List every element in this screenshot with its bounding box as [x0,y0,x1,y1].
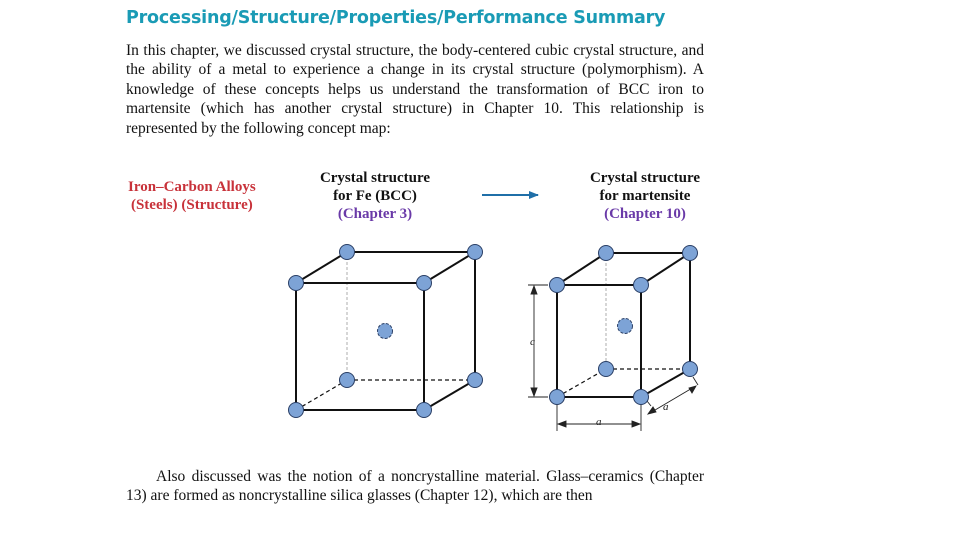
node-bcc-line2: for Fe (BCC) [333,188,417,204]
intro-paragraph: In this chapter, we discussed crystal st… [126,42,704,137]
dimension-a-bottom-label: a [596,416,602,428]
atom [598,361,614,377]
source-label: Iron–Carbon Alloys (Steels) (Structure) [128,178,256,214]
atom [467,244,483,260]
bcc-atoms [288,244,483,418]
atom [633,277,649,293]
bcc-unit-cell [295,251,476,411]
node-martensite-chapter: (Chapter 10) [604,206,686,222]
atom [416,402,432,418]
atom [682,361,698,377]
atom-center [617,318,633,334]
source-label-line1: Iron–Carbon Alloys [128,179,256,195]
atom [467,372,483,388]
node-martensite-line1: Crystal structure [589,170,701,186]
atom [339,372,355,388]
atom [549,389,565,405]
atom [682,245,698,261]
node-bcc-label: Crystal structure for Fe (BCC) (Chapter … [310,169,440,223]
closing-paragraph: Also discussed was the notion of a noncr… [126,468,704,505]
atom [549,277,565,293]
node-martensite-line2: for martensite [599,188,691,204]
node-bcc-chapter: (Chapter 3) [337,206,413,222]
dimension-a-side-label: a [663,401,669,413]
dimension-lines [528,284,699,431]
node-martensite-label: Crystal structure for martensite (Chapte… [580,169,710,223]
atom [339,244,355,260]
atom-center [377,323,393,339]
source-label-line2: (Steels) (Structure) [130,197,253,213]
dimension-c-label: c [530,336,535,348]
atom [416,275,432,291]
atom [598,245,614,261]
martensite-atoms [549,245,698,405]
atom [288,402,304,418]
atom [288,275,304,291]
atom [633,389,649,405]
node-bcc-line1: Crystal structure [319,170,431,186]
martensite-unit-cell [556,252,691,398]
section-heading: Processing/Structure/Properties/Performa… [126,8,666,28]
